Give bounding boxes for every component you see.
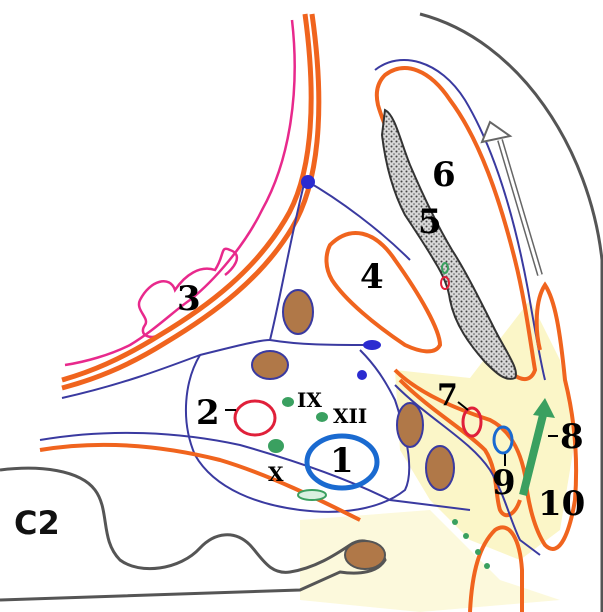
label-1: 1	[330, 441, 354, 481]
nerve-fiber-3	[475, 549, 481, 555]
label-2: 2	[196, 393, 220, 433]
region-5-stippled	[382, 110, 516, 379]
label-xii: XII	[333, 404, 367, 428]
muscle-right-lower	[426, 446, 454, 490]
vessel-2-red	[235, 401, 275, 435]
label-10: 10	[538, 484, 585, 524]
nerve-xii	[316, 412, 328, 422]
nerve-ix	[282, 397, 294, 407]
label-5: 5	[418, 202, 442, 242]
label-ix: IX	[297, 388, 322, 412]
label-9: 9	[492, 463, 516, 503]
label-x: X	[268, 462, 284, 486]
white-arrow-head	[482, 122, 510, 142]
node-dot-mid	[363, 340, 381, 350]
node-dot-lower	[357, 370, 367, 380]
nerve-fiber-2	[463, 533, 469, 539]
label-3: 3	[177, 279, 201, 319]
muscle-left	[252, 351, 288, 379]
nerve-x	[268, 439, 284, 453]
muscle-bottom	[345, 541, 385, 569]
label-4: 4	[360, 257, 384, 297]
nerve-fiber-1	[452, 519, 458, 525]
label-c2: C2	[14, 504, 60, 542]
muscle-upper-center	[283, 290, 313, 334]
label-6: 6	[432, 155, 456, 195]
node-dot-upper	[301, 175, 315, 189]
label-8: 8	[560, 417, 584, 457]
fascia-band-inner	[62, 14, 319, 388]
nerve-fiber-4	[484, 563, 490, 569]
sympathetic-trunk	[298, 490, 326, 500]
label-7: 7	[437, 378, 458, 413]
muscle-right-upper	[397, 403, 423, 447]
